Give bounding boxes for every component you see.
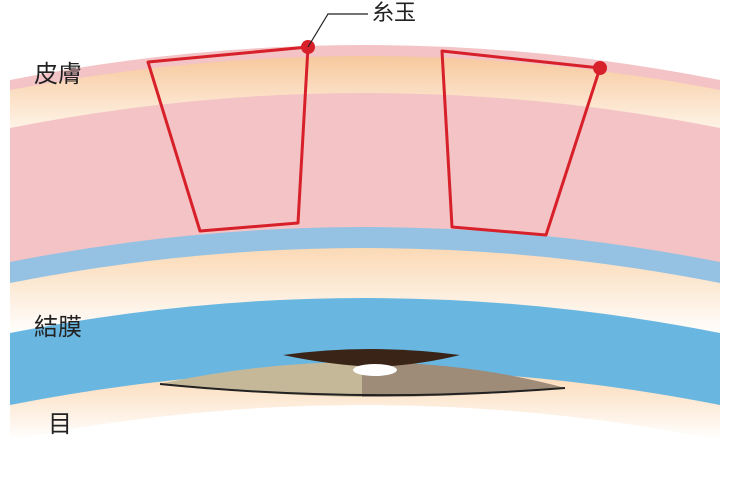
label-eye: 目 bbox=[48, 410, 72, 438]
pupil-highlight bbox=[353, 364, 397, 376]
suture-knot-right bbox=[593, 61, 607, 75]
knot-callout-line bbox=[307, 13, 368, 48]
suture-loop-right bbox=[440, 49, 602, 237]
fascia-layer bbox=[10, 227, 720, 285]
suture-loop-left bbox=[146, 45, 310, 233]
tarsal-cream-layer bbox=[10, 248, 720, 335]
iris-right bbox=[362, 362, 565, 397]
label-conjunctiva: 結膜 bbox=[34, 313, 82, 341]
label-skin: 皮膚 bbox=[34, 60, 82, 88]
pupil bbox=[283, 349, 460, 367]
lower-lid-line bbox=[159, 383, 566, 397]
label-suture-knot: 糸玉 bbox=[372, 1, 417, 26]
